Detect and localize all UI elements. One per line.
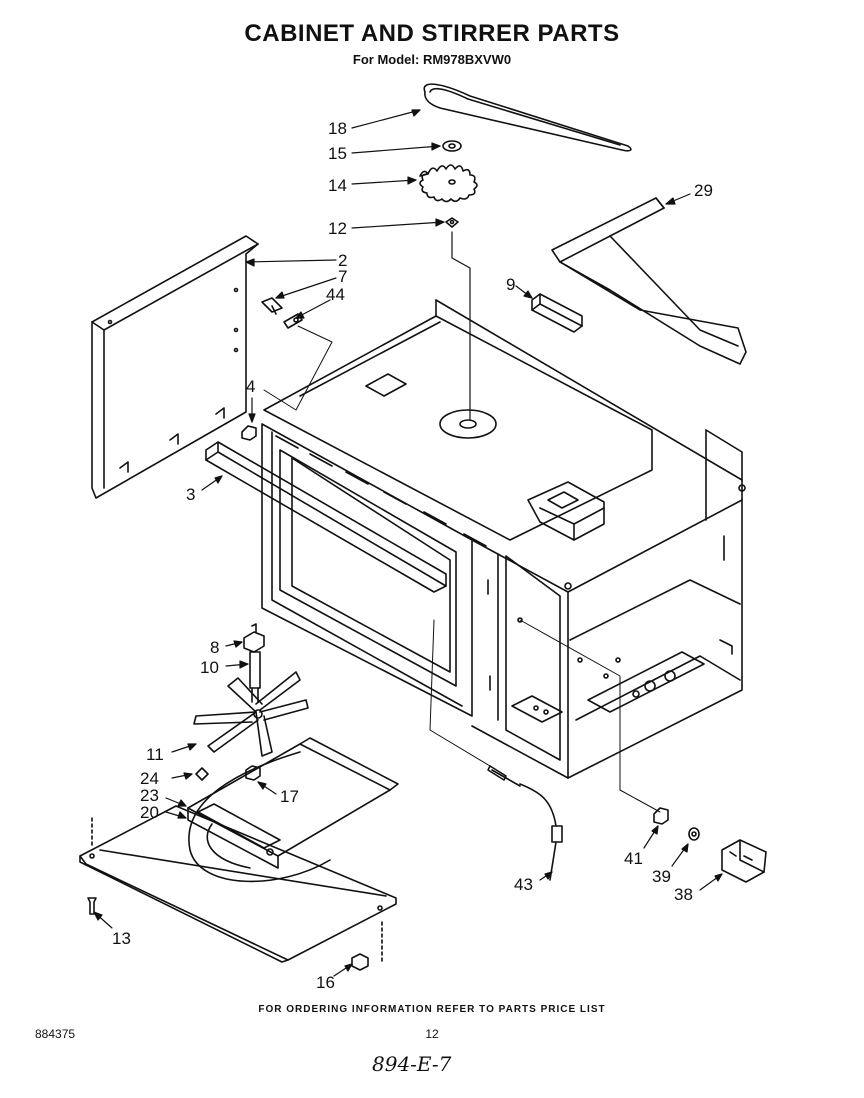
switch-38 [721, 839, 767, 883]
callout-38: 38 [674, 885, 693, 904]
spacer-block [531, 293, 583, 333]
diagram-title: CABINET AND STIRRER PARTS [244, 20, 620, 47]
callout-9: 9 [506, 275, 515, 294]
handwritten-annotation: 894-E-7 [372, 1052, 452, 1076]
screw-16 [351, 921, 383, 971]
cabinet-body [261, 299, 746, 779]
leader-line-a [263, 325, 333, 411]
callout-18: 18 [328, 119, 347, 138]
callout-43: 43 [514, 875, 533, 894]
callout-29: 29 [694, 181, 713, 200]
callout-2: 2 [338, 251, 347, 270]
callout-10: 10 [200, 658, 219, 677]
clip-24 [195, 767, 209, 781]
model-subtitle: For Model: RM978BXVW0 [352, 52, 512, 67]
callout-8: 8 [210, 638, 219, 657]
stirrer-shaft-guide [451, 231, 471, 421]
screw-13 [87, 817, 97, 915]
callout-12: 12 [328, 219, 347, 238]
coupler-8 [243, 623, 265, 653]
power-cord [487, 765, 563, 881]
washer-15 [442, 140, 462, 152]
callout-39: 39 [652, 867, 671, 886]
page-number: 12 [425, 1027, 439, 1041]
callout-23: 23 [140, 786, 159, 805]
leader-line-b [519, 619, 661, 813]
stirrer-fan [193, 671, 309, 757]
callout-11: 11 [146, 745, 164, 764]
stirrer-gear [419, 164, 478, 203]
bottom-plate [79, 805, 397, 963]
callout-15: 15 [328, 144, 347, 163]
document-number: 884375 [35, 1027, 76, 1041]
stirrer-cover [187, 737, 399, 883]
callout-16: 16 [316, 973, 335, 992]
stirrer-belt [423, 83, 632, 152]
washer-12 [445, 217, 459, 228]
nut-41 [653, 807, 669, 825]
callout-24: 24 [140, 769, 159, 788]
callout-13: 13 [112, 929, 131, 948]
callout-3: 3 [186, 485, 195, 504]
callout-7: 7 [338, 267, 347, 286]
leader-line-c [429, 619, 491, 767]
side-panel [91, 235, 259, 499]
callout-leaders [93, 109, 723, 977]
callout-17: 17 [280, 787, 299, 806]
ordering-info-note: FOR ORDERING INFORMATION REFER TO PARTS … [258, 1004, 606, 1015]
callout-14: 14 [328, 176, 347, 195]
cover-bracket [551, 197, 747, 365]
screw-7 [261, 297, 283, 315]
nut-4 [241, 425, 257, 441]
callout-41: 41 [624, 849, 643, 868]
callout-20: 20 [140, 803, 159, 822]
callout-44: 44 [326, 285, 345, 304]
stirrer-shaft [249, 651, 261, 703]
front-trim-strip [205, 441, 447, 593]
nut-17 [245, 765, 261, 781]
callout-4: 4 [246, 377, 255, 396]
washer-39 [688, 827, 700, 841]
